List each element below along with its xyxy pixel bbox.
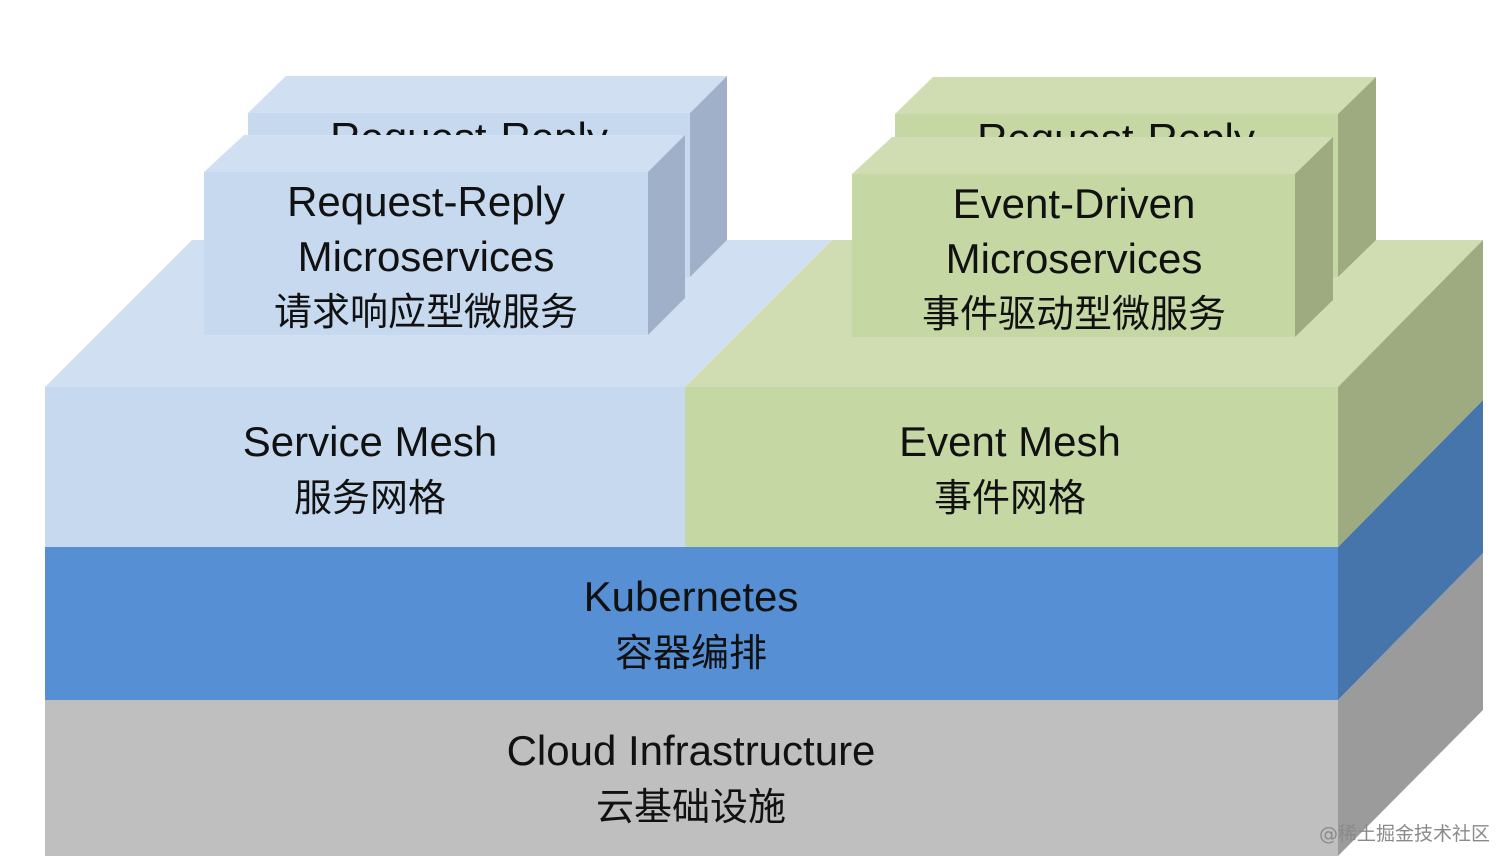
event-mesh-label-zh: 事件网格	[934, 476, 1086, 520]
event-driven-front-box: Event-Driven Microservices 事件驱动型微服务	[852, 137, 1333, 337]
service-mesh-layer: Service Mesh 服务网格	[45, 387, 685, 547]
kubernetes-layer: Kubernetes 容器编排	[45, 400, 1483, 700]
ed-front-label-line2: Microservices	[946, 235, 1203, 282]
kubernetes-label-en: Kubernetes	[584, 573, 799, 620]
rr-front-top-face	[204, 135, 685, 172]
event-mesh-label-en: Event Mesh	[899, 418, 1121, 465]
cloud-side-face	[1338, 553, 1483, 856]
service-mesh-label-zh: 服务网格	[294, 476, 446, 520]
rr-front-side-face	[648, 135, 685, 335]
ed-back-label: Request-Reply	[977, 115, 1255, 162]
service-mesh-front-face	[45, 387, 685, 547]
kubernetes-front-face	[45, 547, 1338, 700]
cloud-label-zh: 云基础设施	[596, 785, 786, 829]
ed-back-side-face	[1338, 77, 1376, 277]
cloud-infrastructure-layer: Cloud Infrastructure 云基础设施	[45, 553, 1483, 856]
ed-back-top-face	[895, 77, 1376, 114]
rr-front-label-line1: Request-Reply	[287, 178, 565, 225]
request-reply-front-box: Request-Reply Microservices 请求响应型微服务	[204, 135, 685, 335]
rr-front-label-zh: 请求响应型微服务	[274, 290, 578, 334]
rr-back-top-face	[248, 76, 727, 113]
watermark: @稀土掘金技术社区	[1319, 823, 1490, 845]
event-mesh-front-face	[685, 387, 1338, 547]
rr-front-front-face	[204, 172, 648, 335]
ed-front-label-zh: 事件驱动型微服务	[922, 292, 1226, 336]
service-mesh-label-en: Service Mesh	[243, 418, 497, 465]
event-mesh-side-face	[1338, 240, 1483, 547]
kubernetes-side-face	[1338, 400, 1483, 700]
rr-front-label-line2: Microservices	[298, 233, 555, 280]
cloud-label-en: Cloud Infrastructure	[507, 727, 876, 774]
ed-front-top-face	[852, 137, 1333, 174]
kubernetes-label-zh: 容器编排	[615, 631, 767, 675]
cloud-front-face	[45, 700, 1338, 856]
ed-front-side-face	[1295, 137, 1333, 337]
rr-back-side-face	[690, 76, 727, 277]
rr-back-label: Request-Reply	[330, 114, 608, 161]
ed-front-label-line1: Event-Driven	[953, 180, 1196, 227]
event-mesh-layer: Event Mesh 事件网格	[685, 387, 1338, 547]
ed-front-front-face	[852, 174, 1295, 337]
